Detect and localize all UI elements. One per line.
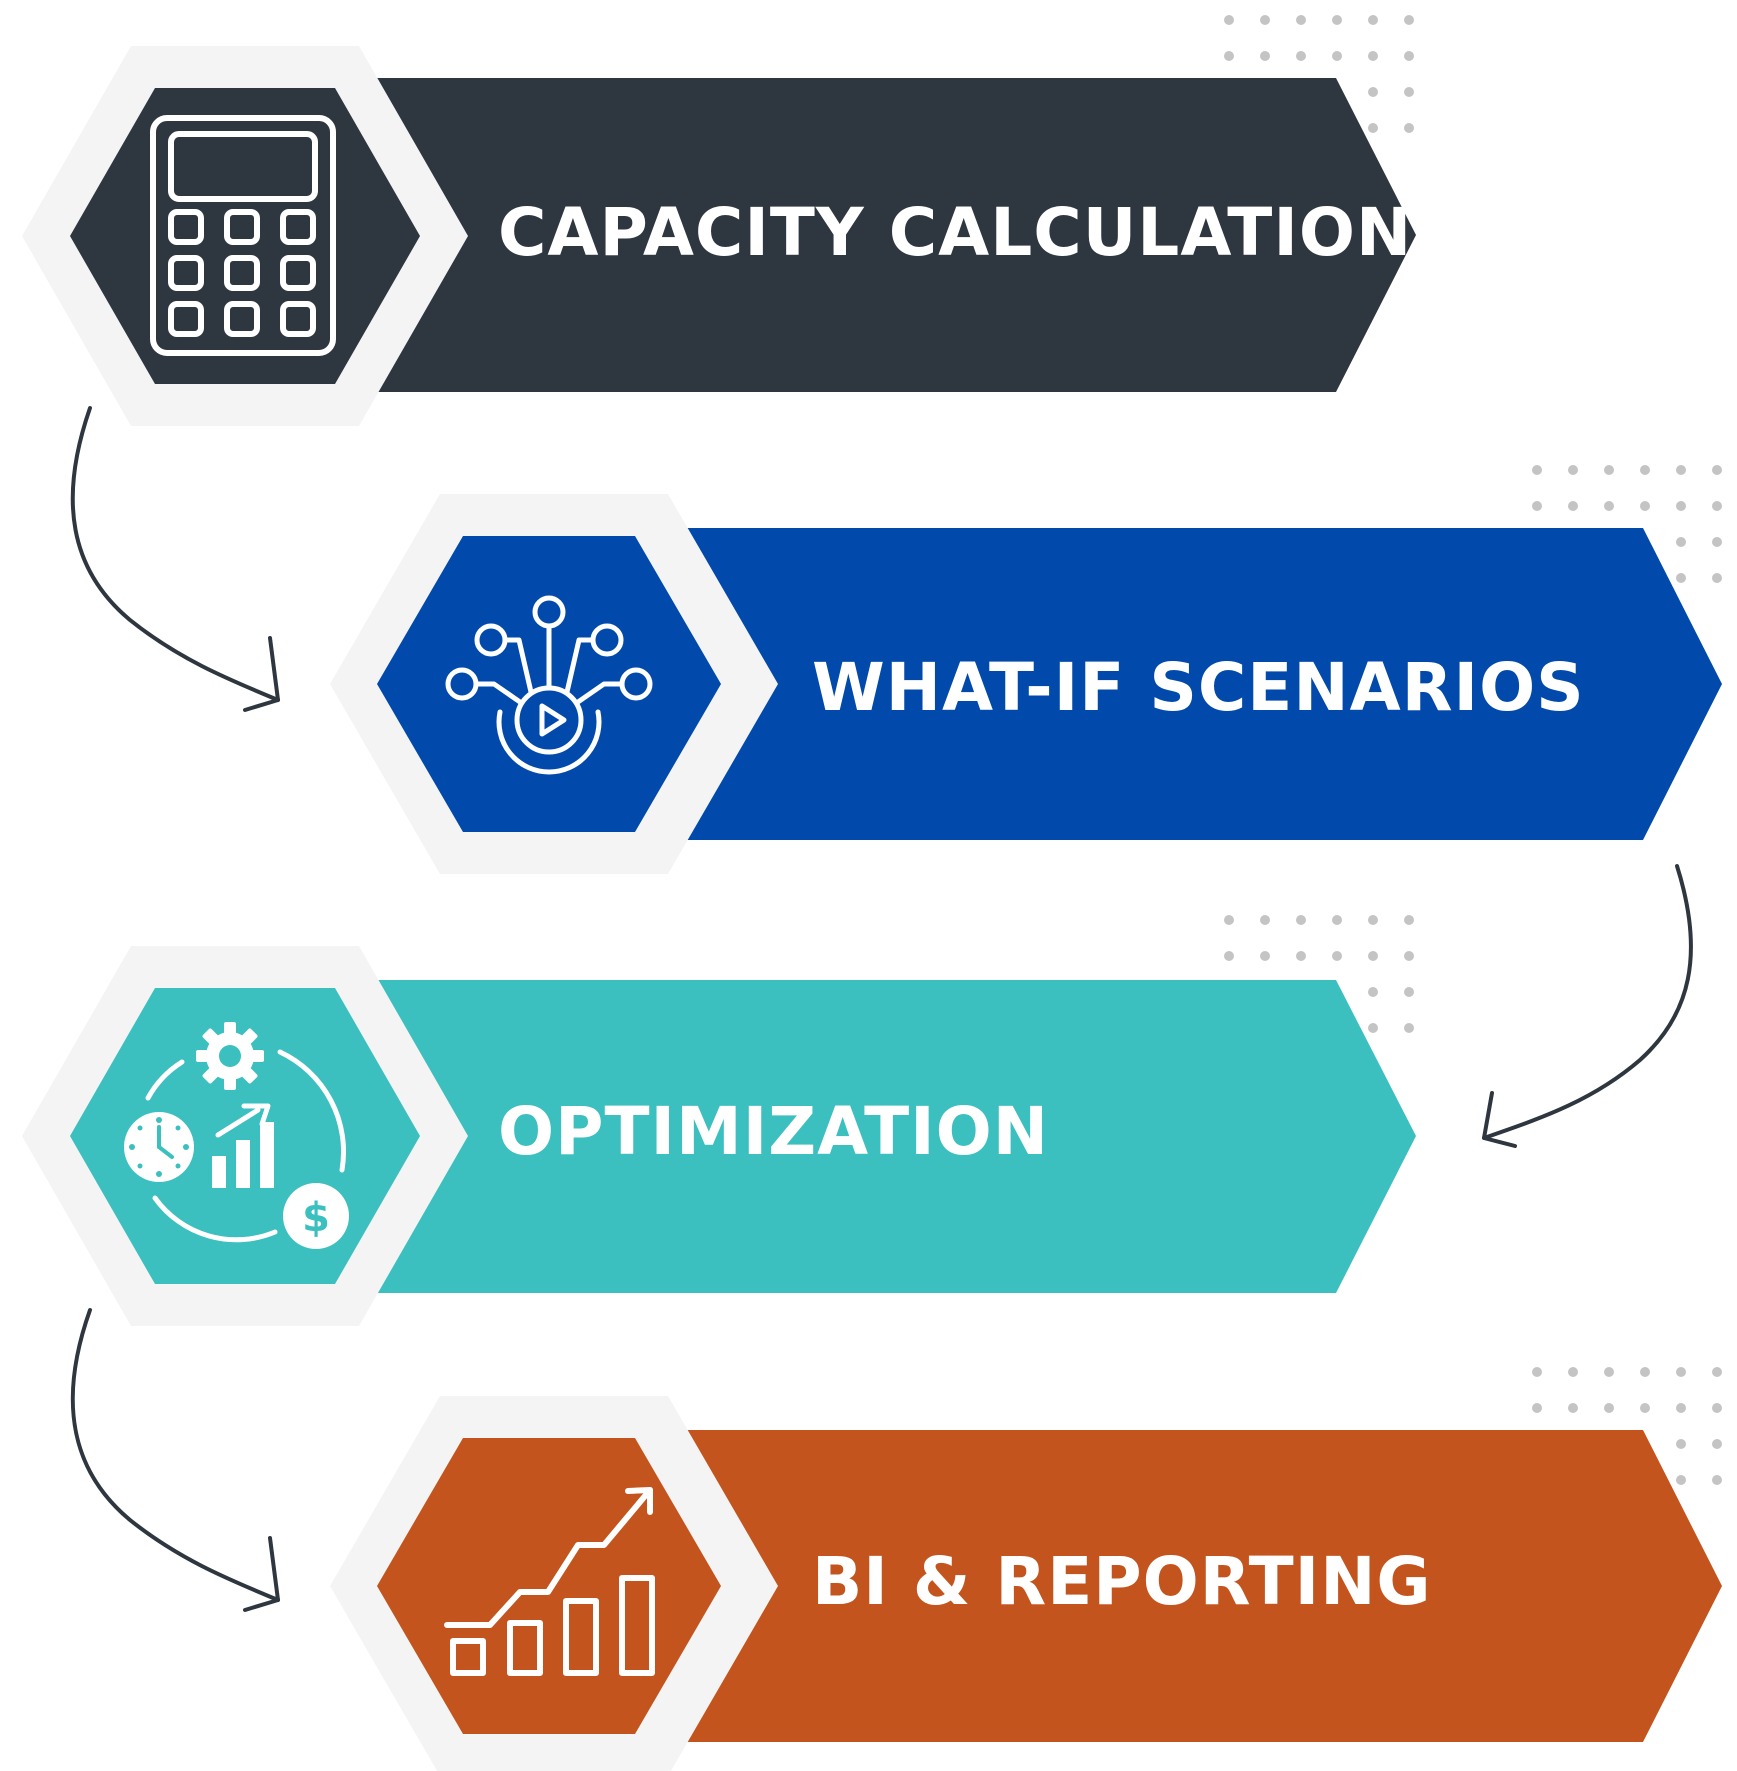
decorative-dot bbox=[1604, 465, 1614, 475]
growth-bar-chart-icon bbox=[444, 1487, 655, 1676]
step-capacity-calculation: CAPACITY CALCULATION bbox=[22, 46, 1416, 426]
decorative-dot bbox=[1368, 87, 1378, 97]
decorative-dot bbox=[1640, 1403, 1650, 1413]
decorative-dot bbox=[1404, 51, 1414, 61]
decorative-dot bbox=[1676, 501, 1686, 511]
decorative-dot bbox=[1296, 951, 1306, 961]
decorative-dot bbox=[1568, 1403, 1578, 1413]
decorative-dot bbox=[1676, 1367, 1686, 1377]
connector-arrow-3-to-4 bbox=[70, 1308, 280, 1612]
decorative-dot bbox=[1404, 915, 1414, 925]
decorative-dot bbox=[1296, 15, 1306, 25]
step-label: OPTIMIZATION bbox=[498, 1093, 1049, 1170]
step-label: BI & REPORTING bbox=[812, 1543, 1432, 1620]
decorative-dot bbox=[1712, 465, 1722, 475]
decorative-dot bbox=[1368, 15, 1378, 25]
decorative-dot bbox=[1712, 573, 1722, 583]
decorative-dot bbox=[1676, 1403, 1686, 1413]
connector-arrow-2-to-3 bbox=[1482, 864, 1693, 1148]
decorative-dot bbox=[1568, 1367, 1578, 1377]
decorative-dot bbox=[1568, 501, 1578, 511]
decorative-dot bbox=[1404, 1023, 1414, 1033]
decorative-dot bbox=[1568, 465, 1578, 475]
decorative-dot bbox=[1712, 1475, 1722, 1485]
decorative-dot bbox=[1224, 15, 1234, 25]
decorative-dot bbox=[1332, 51, 1342, 61]
decorative-dot bbox=[1332, 15, 1342, 25]
decorative-dot bbox=[1604, 1403, 1614, 1413]
decorative-dot bbox=[1532, 501, 1542, 511]
step-banner bbox=[360, 78, 1416, 392]
decorative-dot bbox=[1332, 951, 1342, 961]
svg-text:$: $ bbox=[302, 1195, 330, 1241]
decorative-dot bbox=[1676, 1439, 1686, 1449]
decorative-dot bbox=[1368, 1023, 1378, 1033]
decorative-dot bbox=[1604, 1367, 1614, 1377]
decorative-dot bbox=[1712, 1403, 1722, 1413]
decorative-dot bbox=[1224, 915, 1234, 925]
decorative-dot bbox=[1604, 501, 1614, 511]
decorative-dot bbox=[1640, 501, 1650, 511]
decorative-dot bbox=[1712, 501, 1722, 511]
optimization-cycle-icon: $ bbox=[124, 1022, 349, 1249]
decorative-dot bbox=[1368, 987, 1378, 997]
decorative-dot bbox=[1296, 51, 1306, 61]
decorative-dot bbox=[1224, 951, 1234, 961]
decorative-dot bbox=[1260, 915, 1270, 925]
decorative-dot bbox=[1712, 1367, 1722, 1377]
decorative-dot bbox=[1260, 51, 1270, 61]
decorative-dot bbox=[1676, 465, 1686, 475]
decorative-dot bbox=[1368, 123, 1378, 133]
decorative-dot bbox=[1676, 537, 1686, 547]
scenario-network-icon bbox=[445, 595, 653, 775]
decorative-dot bbox=[1404, 15, 1414, 25]
step-banner bbox=[660, 528, 1722, 840]
decorative-dot bbox=[1260, 951, 1270, 961]
decorative-dot bbox=[1404, 123, 1414, 133]
decorative-dot bbox=[1712, 1439, 1722, 1449]
decorative-dot bbox=[1404, 951, 1414, 961]
decorative-dot bbox=[1532, 465, 1542, 475]
step-optimization: $ OPTIMIZATION bbox=[22, 946, 1416, 1326]
decorative-dot bbox=[1712, 537, 1722, 547]
decorative-dot bbox=[1404, 987, 1414, 997]
connector-arrow-1-to-2 bbox=[70, 406, 280, 712]
decorative-dot bbox=[1532, 1367, 1542, 1377]
decorative-dot bbox=[1260, 15, 1270, 25]
flow-connectors bbox=[70, 406, 1693, 1612]
calculator-icon bbox=[150, 115, 336, 356]
decorative-dot-grids bbox=[1224, 15, 1722, 1485]
decorative-dot bbox=[1368, 951, 1378, 961]
decorative-dot bbox=[1640, 465, 1650, 475]
step-banner bbox=[660, 1430, 1722, 1742]
decorative-dot bbox=[1368, 915, 1378, 925]
step-bi-reporting: BI & REPORTING bbox=[330, 1396, 1722, 1771]
step-what-if-scenarios: WHAT-IF SCENARIOS bbox=[330, 494, 1722, 874]
decorative-dot bbox=[1224, 51, 1234, 61]
decorative-dot bbox=[1676, 1475, 1686, 1485]
decorative-dot bbox=[1296, 915, 1306, 925]
step-banner bbox=[360, 980, 1416, 1293]
decorative-dot bbox=[1676, 573, 1686, 583]
decorative-dot bbox=[1368, 51, 1378, 61]
step-label: CAPACITY CALCULATION bbox=[498, 194, 1412, 271]
step-label: WHAT-IF SCENARIOS bbox=[812, 649, 1585, 726]
decorative-dot bbox=[1532, 1403, 1542, 1413]
decorative-dot bbox=[1404, 87, 1414, 97]
decorative-dot bbox=[1640, 1367, 1650, 1377]
decorative-dot bbox=[1332, 915, 1342, 925]
